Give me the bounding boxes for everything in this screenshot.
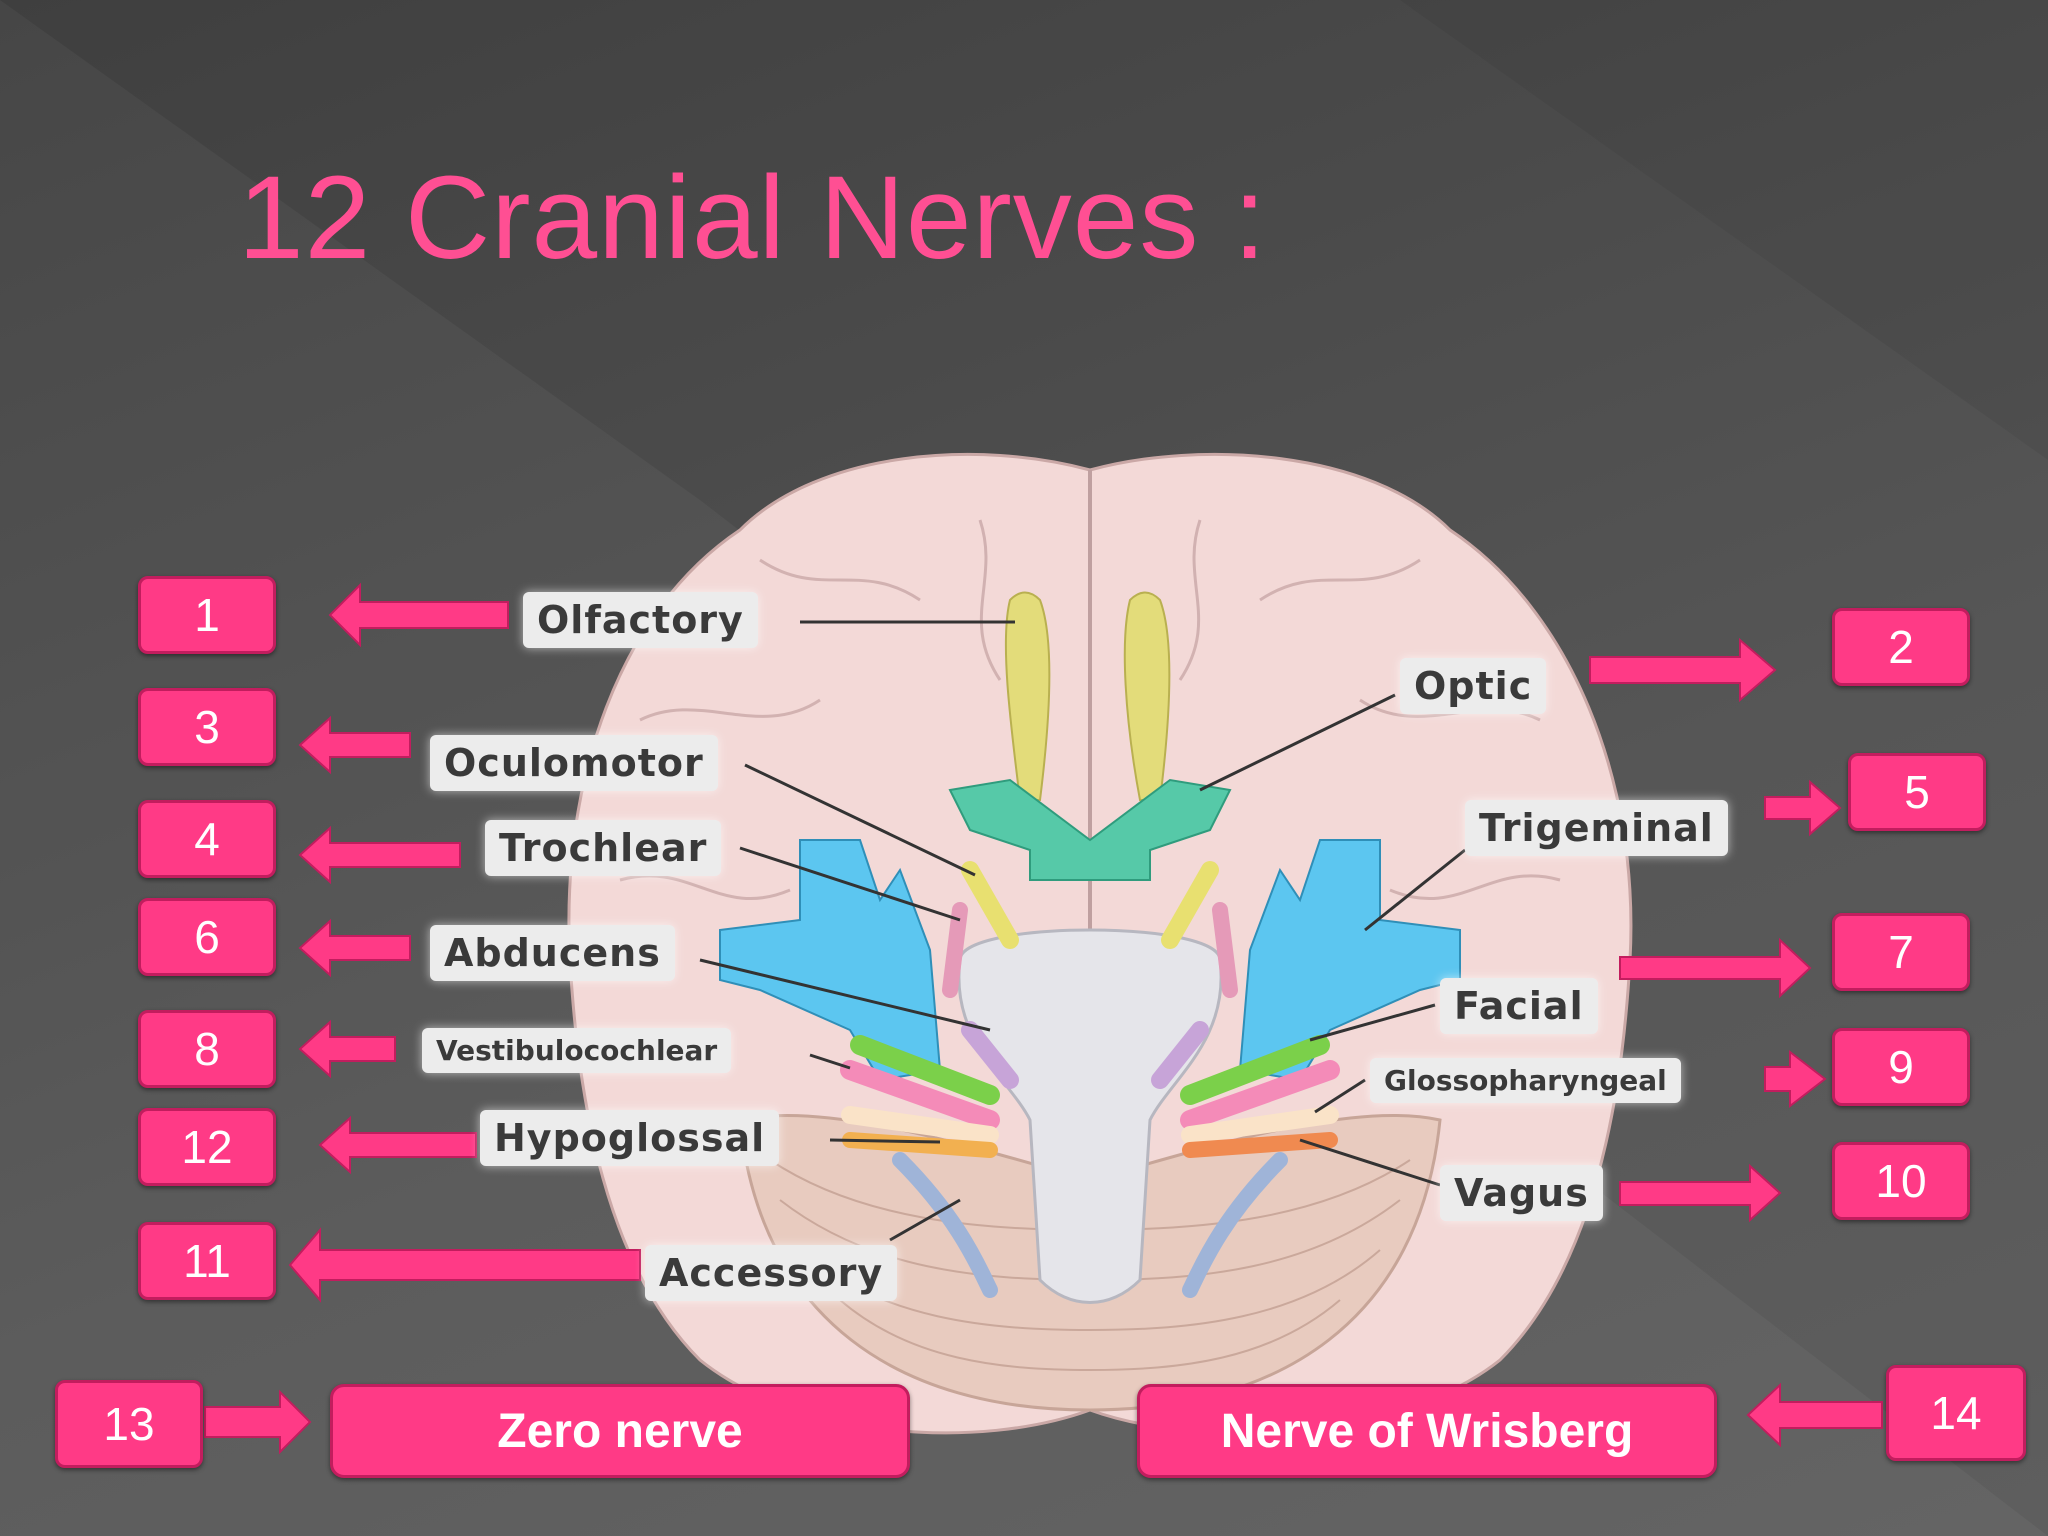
number-box-4: 4 [138, 800, 276, 878]
arrow-5 [1764, 779, 1842, 837]
label-oculomotor: Oculomotor [430, 735, 718, 791]
arrow-13 [204, 1389, 312, 1455]
arrow-9 [1764, 1049, 1827, 1109]
zero-nerve-box: Zero nerve [330, 1384, 910, 1478]
arrow-2 [1589, 637, 1777, 703]
arrow-3 [298, 715, 411, 775]
label-olfactory: Olfactory [523, 592, 758, 648]
arrow-14 [1746, 1382, 1883, 1448]
arrow-11 [288, 1227, 641, 1303]
label-hypoglossal: Hypoglossal [480, 1110, 780, 1166]
label-abducens: Abducens [430, 925, 675, 981]
label-glossopharyngeal: Glossopharyngeal [1370, 1058, 1681, 1103]
nerve-of-wrisberg-box: Nerve of Wrisberg [1137, 1384, 1717, 1478]
label-facial: Facial [1440, 978, 1598, 1034]
olfactory-bulb-left [1004, 591, 1051, 801]
arrow-7 [1619, 937, 1812, 999]
number-box-12: 12 [138, 1108, 276, 1186]
number-box-14: 14 [1886, 1365, 2026, 1461]
trigeminal-left [719, 839, 942, 1082]
label-vagus: Vagus [1440, 1165, 1603, 1221]
trigeminal-right [1238, 839, 1461, 1082]
arrow-8 [298, 1019, 396, 1079]
label-accessory: Accessory [645, 1245, 898, 1301]
number-box-11: 11 [138, 1222, 276, 1300]
arrow-4 [298, 825, 461, 885]
arrow-10 [1619, 1163, 1782, 1223]
label-optic: Optic [1400, 658, 1547, 714]
arrow-12 [318, 1115, 477, 1175]
number-box-8: 8 [138, 1010, 276, 1088]
label-vestibulocochlear: Vestibulocochlear [422, 1028, 732, 1073]
number-box-6: 6 [138, 898, 276, 976]
number-box-10: 10 [1832, 1142, 1970, 1220]
arrow-1 [328, 582, 509, 648]
page-title: 12 Cranial Nerves : [238, 152, 1267, 284]
optic-chiasm [948, 778, 1232, 881]
number-box-13: 13 [55, 1380, 203, 1468]
number-box-5: 5 [1848, 753, 1986, 831]
label-trigeminal: Trigeminal [1465, 800, 1728, 856]
arrow-6 [298, 918, 411, 978]
olfactory-bulb-right [1123, 591, 1171, 801]
number-box-3: 3 [138, 688, 276, 766]
number-box-1: 1 [138, 576, 276, 654]
number-box-9: 9 [1832, 1028, 1970, 1106]
label-trochlear: Trochlear [485, 820, 722, 876]
number-box-7: 7 [1832, 913, 1970, 991]
number-box-2: 2 [1832, 608, 1970, 686]
